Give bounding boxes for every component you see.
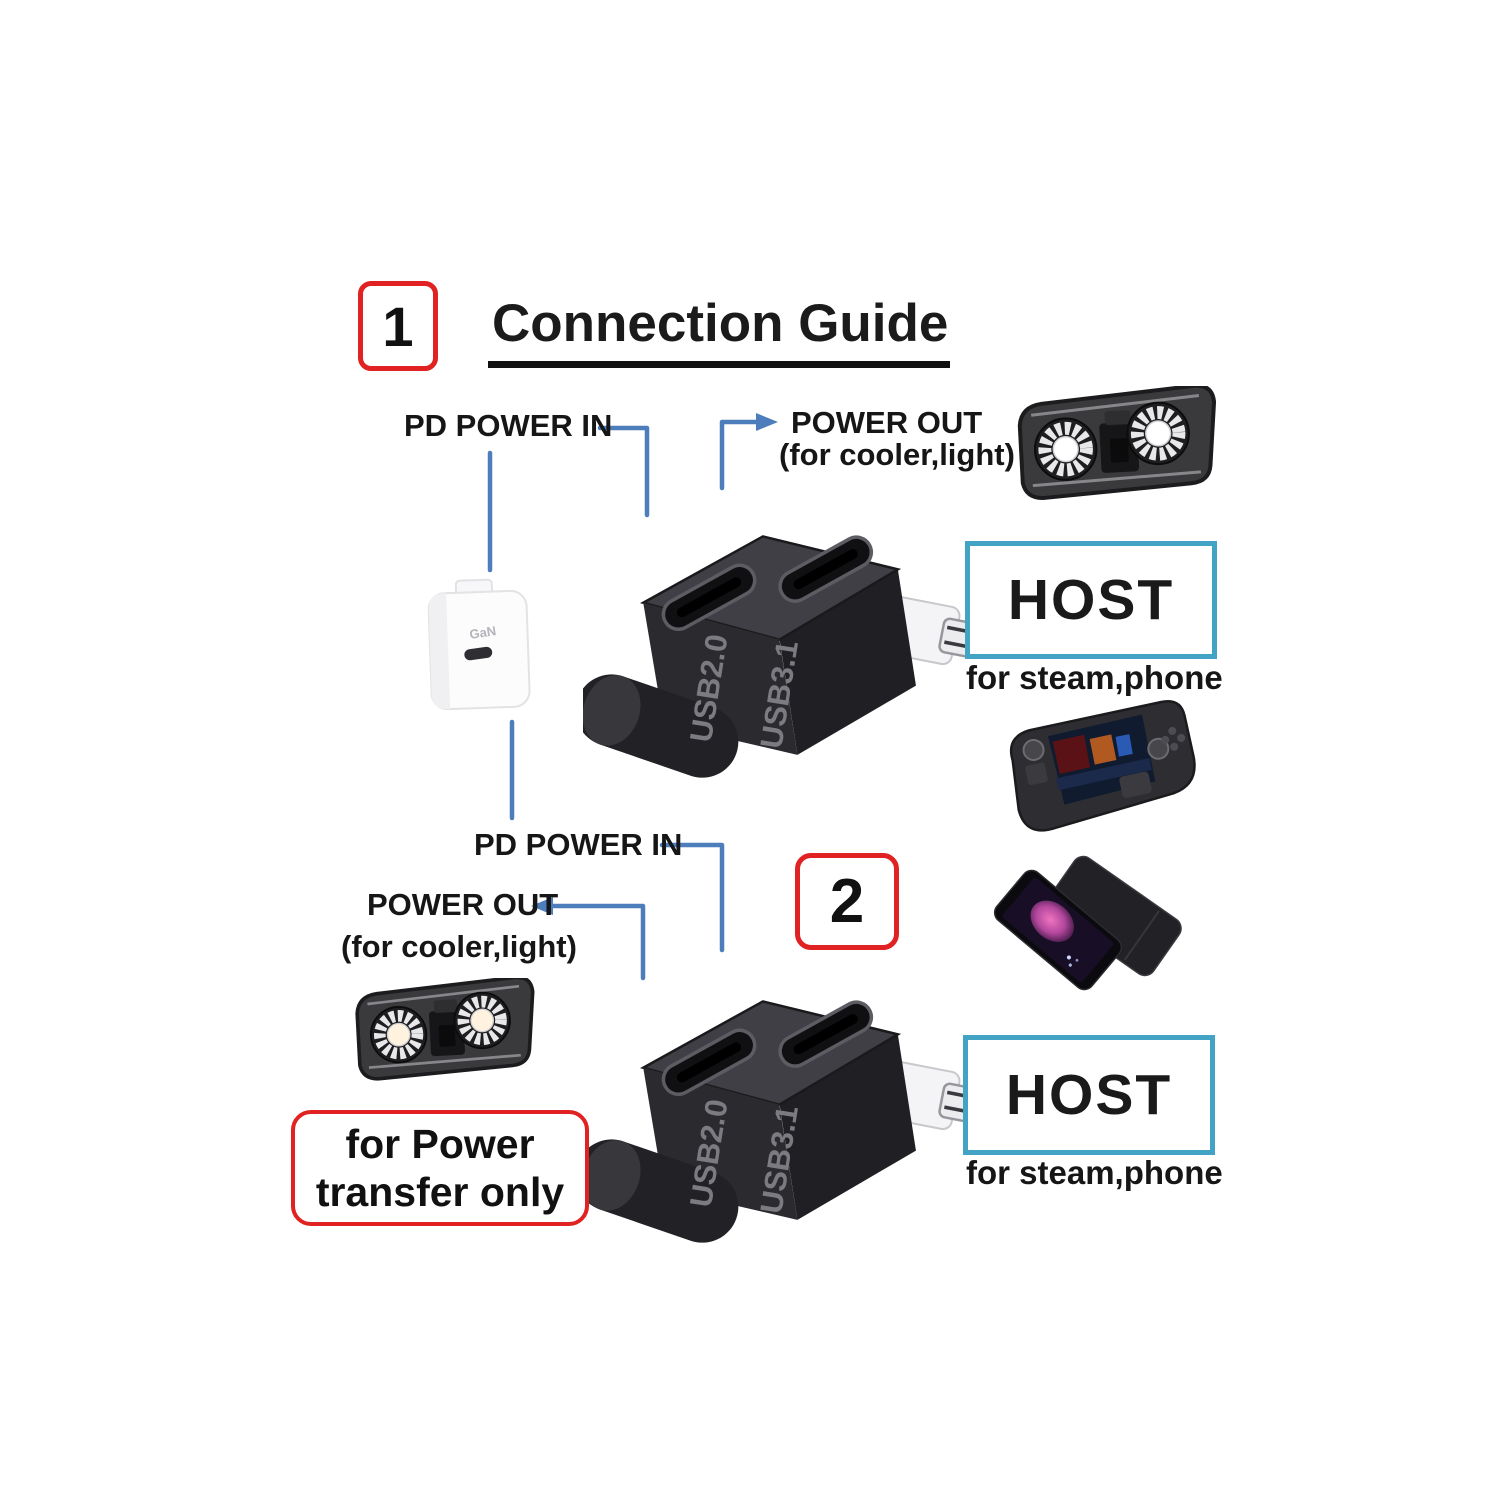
- power-transfer-note-box: for Power transfer only: [291, 1110, 589, 1226]
- host-note-1: for steam,phone: [966, 659, 1223, 696]
- host-note-2: for steam,phone: [966, 1154, 1223, 1191]
- power-out-line-1: [719, 419, 761, 491]
- gan-charger-image: GaN: [418, 572, 542, 722]
- usb-adapter-image-1: USB2.0 USB3.1: [575, 488, 993, 783]
- step-2-badge: 2: [795, 853, 899, 950]
- step-1-number: 1: [382, 294, 414, 358]
- step-1-badge: 1: [358, 281, 438, 371]
- power-out-note-2: (for cooler,light): [341, 929, 577, 964]
- power-out-label-1: POWER OUT: [791, 405, 983, 440]
- steam-deck-image: [1000, 698, 1200, 834]
- phone-image: [972, 850, 1202, 1008]
- title-underline: [488, 361, 950, 368]
- cooler-fan-image-2: [342, 975, 548, 1082]
- page-title: Connection Guide: [492, 294, 949, 353]
- power-out-label-2: POWER OUT: [367, 887, 559, 922]
- host-label-2: HOST: [1005, 1063, 1173, 1127]
- cooler-fan-image-1: [1003, 383, 1231, 502]
- step-2-number: 2: [829, 867, 865, 936]
- host-box-2: HOST: [963, 1035, 1215, 1155]
- power-transfer-note: for Power transfer only: [315, 1120, 565, 1215]
- host-label-1: HOST: [1007, 568, 1175, 632]
- pd-power-in-label-2: PD POWER IN: [474, 827, 683, 862]
- charger-gan-label: GaN: [468, 623, 497, 642]
- power-out-note-1: (for cooler,light): [779, 437, 1015, 472]
- pd-power-in-label-1: PD POWER IN: [404, 408, 613, 443]
- host-box-1: HOST: [965, 541, 1217, 659]
- usb-adapter-image-2: USB2.0 USB3.1: [575, 953, 993, 1248]
- arrow-right-icon: [756, 413, 778, 431]
